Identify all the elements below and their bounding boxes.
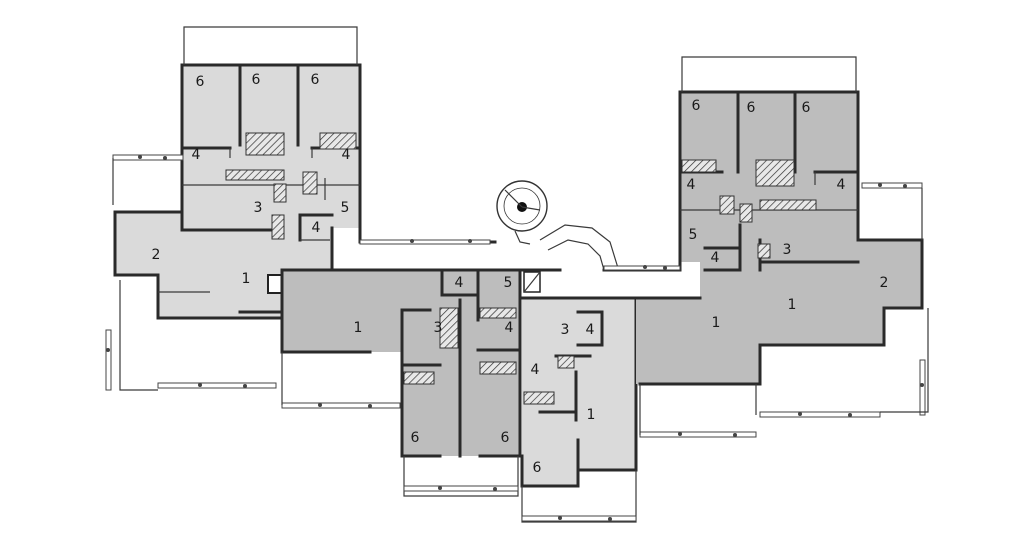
room-label-b1: 4: [455, 275, 464, 291]
room-label-a7: 5: [341, 200, 350, 216]
room-label-c1: 3: [561, 322, 570, 338]
center-right-wing: [520, 296, 638, 523]
room-label-d5: 4: [837, 177, 846, 193]
room-label-a5: 4: [342, 147, 351, 163]
room-label-c3: 4: [531, 362, 540, 378]
room-label-a10: 1: [242, 271, 251, 287]
room-label-d3: 6: [802, 100, 811, 116]
room-label-b4: 3: [434, 320, 443, 336]
room-label-b6: 6: [411, 430, 420, 446]
room-label-d8: 3: [783, 242, 792, 258]
room-label-d6: 5: [689, 227, 698, 243]
room-label-d4: 4: [687, 177, 696, 193]
room-label-d10: 1: [788, 297, 797, 313]
room-label-b2: 5: [504, 275, 513, 291]
room-label-c2: 4: [586, 322, 595, 338]
room-label-a9: 2: [152, 247, 161, 263]
room-label-a4: 4: [192, 147, 201, 163]
room-label-d1: 6: [692, 98, 701, 114]
room-label-a3: 6: [311, 72, 320, 88]
room-label-a6: 3: [254, 200, 263, 216]
room-label-a8: 4: [312, 220, 321, 236]
planters: [105, 154, 929, 522]
room-label-b5: 4: [505, 320, 514, 336]
room-label-a1: 6: [196, 74, 205, 90]
right-wing: [634, 56, 924, 386]
room-label-c5: 6: [533, 460, 542, 476]
center-left-wing: [280, 268, 541, 497]
room-label-d2: 6: [747, 100, 756, 116]
room-label-a2: 6: [252, 72, 261, 88]
room-label-d7: 4: [711, 250, 720, 266]
room-label-c4: 1: [587, 407, 596, 423]
room-label-b3: 1: [354, 320, 363, 336]
room-label-d9: 2: [880, 275, 889, 291]
room-label-d11: 1: [712, 315, 721, 331]
room-label-b7: 6: [501, 430, 510, 446]
central-circulation: [358, 180, 682, 272]
